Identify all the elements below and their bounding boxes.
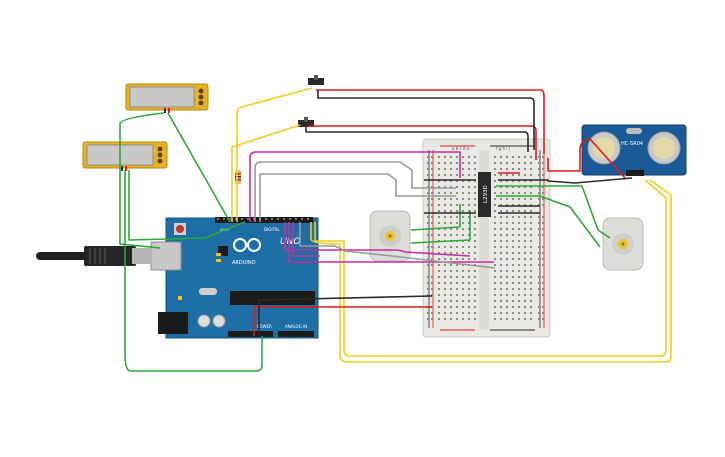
svg-text:a b c d e: a b c d e [452, 146, 470, 151]
slide-switch-bottom[interactable] [298, 117, 314, 127]
wire-green-motor-right-b [496, 195, 601, 248]
arduino-brand: ARDUINO [232, 260, 256, 266]
reset-button[interactable] [176, 225, 184, 233]
atmega-chip [230, 291, 315, 305]
power-header [228, 331, 273, 337]
wire-red-switch-top [316, 89, 545, 154]
analog-header [278, 331, 314, 337]
power-label: POWER [257, 324, 272, 329]
sensor-label: HC-SR04 [621, 141, 643, 147]
wire-yellow-trig [310, 179, 672, 363]
wire-red-power-5v [253, 306, 432, 336]
wire-black-sensor-gnd [498, 177, 633, 184]
wire-green-motor-left-a [410, 204, 461, 231]
usb-port[interactable] [150, 241, 182, 271]
wire-magenta-ic-in4 [292, 222, 320, 257]
digital-header [215, 217, 313, 223]
wire-magenta-ic-in2 [284, 222, 471, 257]
dc-motor-left[interactable] [369, 210, 411, 262]
wire-magenta-ic-in3 [288, 222, 494, 263]
dc-motor-right[interactable] [602, 217, 644, 271]
wire-gray-ic-en3 [299, 222, 496, 269]
wire-black-gnd [258, 295, 433, 336]
wire-gray-ic-en1 [254, 161, 456, 222]
slide-switch-top[interactable] [308, 75, 324, 85]
wires [119, 87, 672, 372]
arduino-model: UNO [280, 237, 300, 247]
wire-green-display-bottom [124, 170, 263, 372]
wire-gray-ic-en2 [259, 173, 456, 222]
wire-red-sensor-vcc [547, 138, 626, 179]
wire-yellow-switch-top [236, 87, 313, 222]
wire-green-motor-right-a [496, 185, 611, 239]
wire-yellow-echo [314, 179, 667, 357]
digital-label: DIGITAL [264, 227, 280, 232]
ic-label: L293D [483, 185, 489, 203]
power-jack[interactable] [158, 312, 188, 334]
wire-green-motor-left-b [410, 210, 471, 244]
wire-black-switch-top [317, 90, 535, 150]
wire-green-display-top [167, 112, 231, 223]
resistor[interactable] [235, 170, 241, 184]
wire-green-display-top-b [119, 112, 165, 249]
motor-driver-ic[interactable]: L293D [478, 172, 491, 217]
wire-green-display-bottom-b [128, 170, 246, 241]
usb-cable [36, 246, 152, 266]
ultrasonic-sensor[interactable]: HC-SR04 [581, 124, 687, 176]
wire-black-switch-bottom [305, 127, 529, 152]
wire-magenta-ic-in1 [249, 151, 461, 222]
display-module-top[interactable] [125, 83, 209, 113]
breadboard-holes [427, 156, 544, 320]
display-module-bottom[interactable] [82, 141, 168, 171]
arduino-logo [233, 238, 261, 252]
analog-label: ANALOG IN [285, 324, 307, 329]
arduino-uno[interactable]: ARDUINO UNO DIGITAL AREF POWER ANALOG IN [150, 217, 319, 339]
svg-text:f g h i j: f g h i j [496, 146, 510, 151]
breadboard-column-labels: a b c d e f g h i j [452, 146, 510, 151]
wire-yellow-switch-bottom [231, 124, 301, 222]
breadboard[interactable]: a b c d e f g h i j [422, 138, 551, 338]
